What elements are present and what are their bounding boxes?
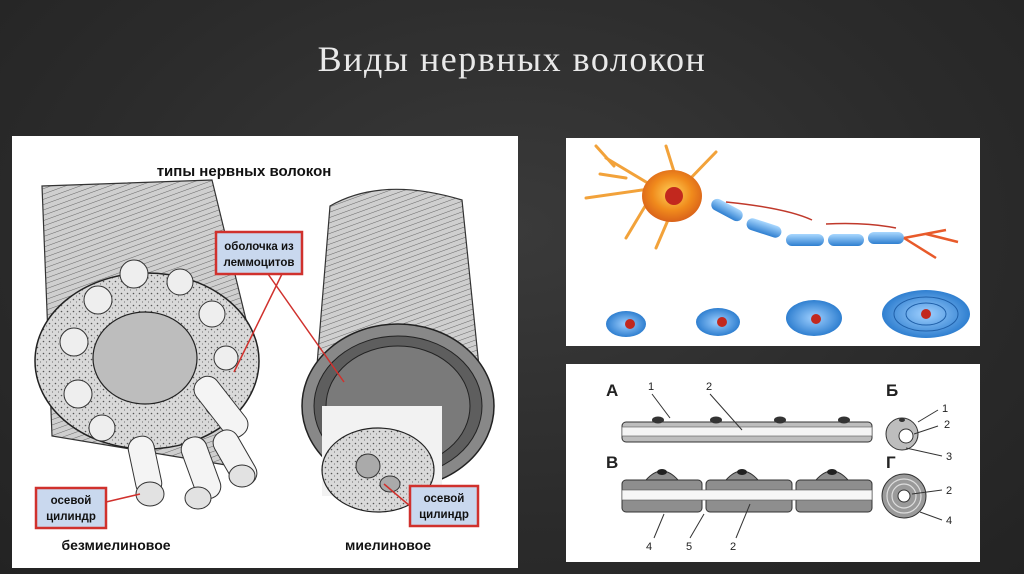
- num-a1: 1: [648, 381, 654, 393]
- nerve-fiber-types-figure: типы нервных волокон: [12, 136, 518, 568]
- callout-axis-right-line1: осевой: [424, 493, 465, 505]
- schematic-a: [622, 394, 872, 442]
- num-v5: 5: [686, 541, 692, 553]
- neuron-myelination-figure: [566, 138, 980, 346]
- schematic-v: [622, 469, 872, 538]
- callout-axis-left: осевой цилиндр: [36, 488, 140, 528]
- callout-sheath-line1: оболочка из: [224, 241, 294, 253]
- callout-sheath-line2: леммоцитов: [224, 257, 295, 269]
- label-myelinated: миелиновое: [345, 537, 431, 553]
- figure-heading: типы нервных волокон: [157, 163, 332, 180]
- myelinated-fiber-illustration: [302, 189, 494, 512]
- callout-axis-left-line1: осевой: [51, 495, 92, 507]
- schematic-g: [882, 474, 942, 520]
- unmyelinated-fiber-illustration: [35, 180, 261, 509]
- letter-b: Б: [886, 381, 898, 400]
- letter-g: Г: [886, 453, 896, 472]
- axon: [709, 197, 958, 258]
- fiber-schematic-diagram: А В Б Г 1 2 1 2 3 2 4 4 5 2: [566, 364, 980, 562]
- callout-axis-left-line2: цилиндр: [46, 511, 96, 523]
- num-a2: 2: [706, 381, 712, 393]
- num-v2: 2: [730, 541, 736, 553]
- num-g2: 2: [946, 485, 952, 497]
- num-b3: 3: [946, 451, 952, 463]
- letter-a: А: [606, 381, 618, 400]
- slide-title: Виды нервных волокон: [0, 38, 1024, 80]
- letter-v: В: [606, 453, 618, 472]
- num-b2: 2: [944, 419, 950, 431]
- num-g4: 4: [946, 515, 952, 527]
- schematic-b: [886, 410, 942, 456]
- num-b1: 1: [942, 403, 948, 415]
- nucleus: [665, 187, 683, 205]
- num-v4: 4: [646, 541, 652, 553]
- callout-axis-right-line2: цилиндр: [419, 509, 469, 521]
- myelination-stages: [606, 290, 970, 338]
- label-unmyelinated: безмиелиновое: [61, 537, 170, 553]
